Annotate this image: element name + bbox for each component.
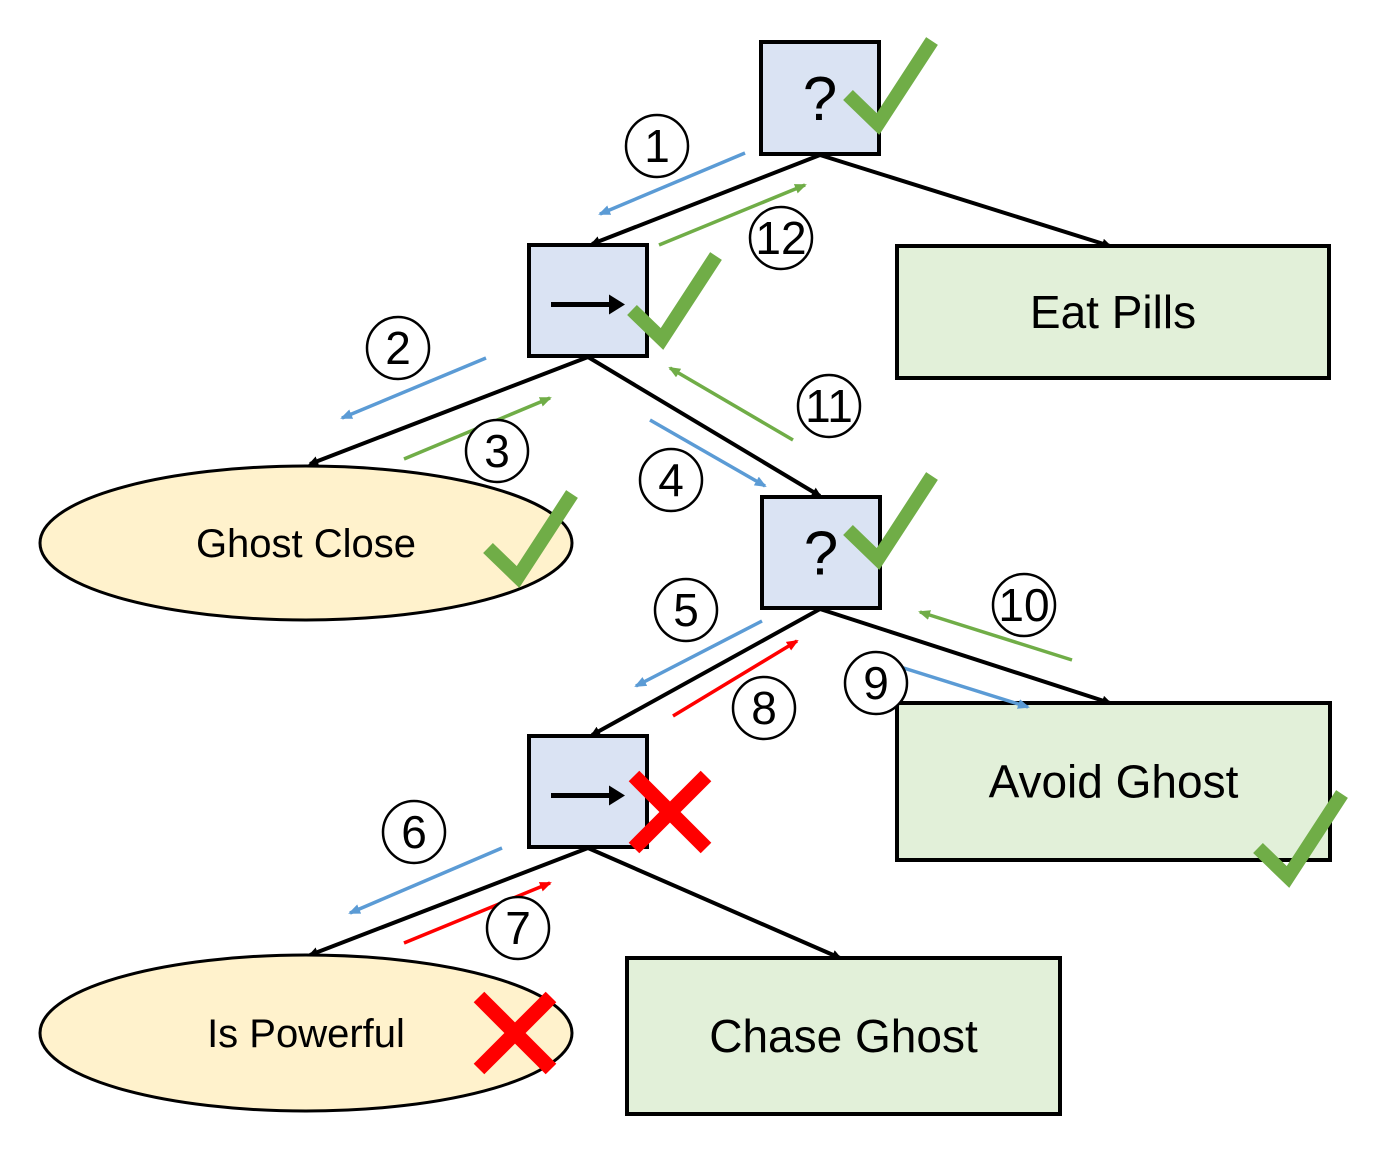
- step-number: 11: [805, 380, 853, 432]
- node-seq2: [527, 734, 649, 849]
- step-number: 12: [755, 212, 806, 264]
- step-number-circle: [748, 205, 814, 271]
- step-number-circle: [638, 447, 704, 513]
- edge-root-seq1: [590, 153, 821, 246]
- step-arrow: [668, 366, 794, 442]
- step-number-circle: [653, 577, 719, 643]
- check-icon: [843, 37, 938, 135]
- step-3: 3: [403, 396, 552, 484]
- condition-ellipse: [38, 953, 574, 1113]
- step-number-circle: [843, 650, 909, 716]
- step-arrow: [348, 846, 503, 915]
- node-root: ?: [759, 40, 881, 156]
- node-eat: Eat Pills: [895, 244, 1331, 380]
- step-arrow: [340, 356, 487, 420]
- step-number-circle: [485, 895, 551, 961]
- edge-seq2-chase: [587, 846, 842, 960]
- step-arrow: [598, 151, 746, 216]
- step-number: 8: [751, 682, 777, 734]
- step-arrow: [403, 881, 552, 945]
- node-avoid: Avoid Ghost: [895, 701, 1332, 862]
- node-label: Chase Ghost: [709, 1010, 978, 1062]
- edge-seq1-ghostclose: [308, 355, 589, 466]
- check-icon: [1253, 790, 1348, 888]
- selector-box: [760, 495, 882, 610]
- edge-root-eat: [819, 153, 1112, 249]
- step-5: 5: [634, 577, 763, 688]
- node-label: Avoid Ghost: [989, 756, 1239, 808]
- step-number-circle: [381, 799, 447, 865]
- sequence-arrowhead-icon: [609, 294, 625, 315]
- step-9: 9: [843, 650, 1030, 716]
- step-number: 3: [484, 425, 510, 477]
- cross-icon: [473, 991, 557, 1075]
- step-8: 8: [672, 639, 799, 741]
- step-number-circle: [796, 373, 862, 439]
- step-12: 12: [658, 183, 814, 271]
- node-label: Is Powerful: [207, 1012, 405, 1056]
- step-7: 7: [403, 881, 552, 961]
- step-number-circle: [731, 675, 797, 741]
- step-6: 6: [348, 799, 503, 915]
- step-number: 10: [998, 579, 1049, 631]
- step-11: 11: [668, 366, 862, 442]
- node-label: Ghost Close: [196, 522, 416, 566]
- step-2: 2: [340, 315, 487, 420]
- step-number: 4: [658, 454, 684, 506]
- action-box: [895, 701, 1332, 862]
- step-number-circle: [991, 572, 1057, 638]
- step-number: 1: [644, 120, 670, 172]
- sequence-arrowhead-icon: [609, 785, 625, 806]
- selector-box: [759, 40, 881, 156]
- step-number-circle: [464, 418, 530, 484]
- node-label: ?: [803, 65, 837, 134]
- step-arrow: [672, 639, 799, 718]
- step-number: 6: [401, 806, 427, 858]
- step-number-circle: [365, 315, 431, 381]
- node-label: ?: [804, 520, 838, 589]
- node-seq1: [527, 243, 649, 358]
- sequence-box: [527, 734, 649, 849]
- edge-seq2-powerful: [308, 846, 589, 957]
- action-box: [895, 244, 1331, 380]
- node-sel2: ?: [760, 495, 882, 610]
- node-powerful: Is Powerful: [38, 953, 574, 1113]
- step-10: 10: [918, 572, 1073, 662]
- step-4: 4: [638, 418, 767, 513]
- cross-icon: [628, 770, 712, 854]
- step-number: 2: [385, 322, 411, 374]
- check-icon: [627, 252, 722, 350]
- node-ghostclose: Ghost Close: [38, 464, 574, 622]
- edge-sel2-avoid: [819, 607, 1112, 706]
- step-1: 1: [598, 113, 746, 216]
- step-number-circle: [624, 113, 690, 179]
- check-icon: [843, 472, 938, 570]
- edge-sel2-seq2: [590, 607, 821, 737]
- check-icon: [483, 490, 578, 588]
- step-number: 5: [673, 584, 699, 636]
- sequence-box: [527, 243, 649, 358]
- action-box: [625, 956, 1062, 1116]
- condition-ellipse: [38, 464, 574, 622]
- step-arrow: [918, 610, 1073, 662]
- step-arrow: [649, 418, 767, 488]
- node-chase: Chase Ghost: [625, 956, 1062, 1116]
- step-arrow: [658, 183, 807, 247]
- step-number: 7: [505, 902, 531, 954]
- edge-seq1-sel2: [586, 355, 822, 498]
- node-label: Eat Pills: [1030, 286, 1196, 338]
- step-arrow: [634, 619, 763, 688]
- step-number: 9: [863, 657, 889, 709]
